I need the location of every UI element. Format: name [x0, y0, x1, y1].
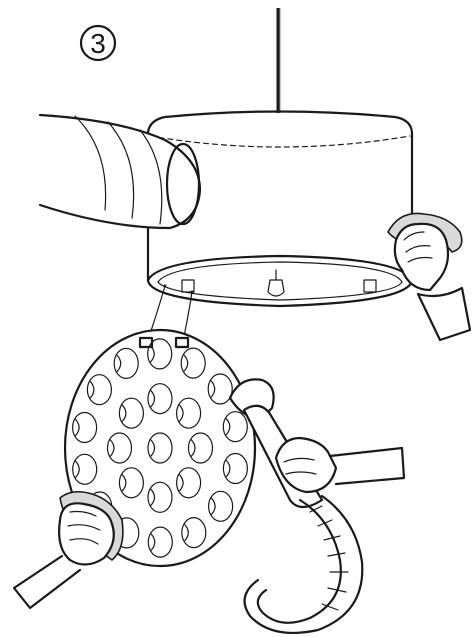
hose-holding-hand: [276, 438, 404, 492]
grille-cleaning-hand: [14, 492, 123, 608]
vacuum-hose: [230, 379, 362, 633]
hand: [395, 224, 448, 290]
step-number-badge: 3: [81, 26, 115, 60]
step-number: 3: [90, 28, 106, 59]
